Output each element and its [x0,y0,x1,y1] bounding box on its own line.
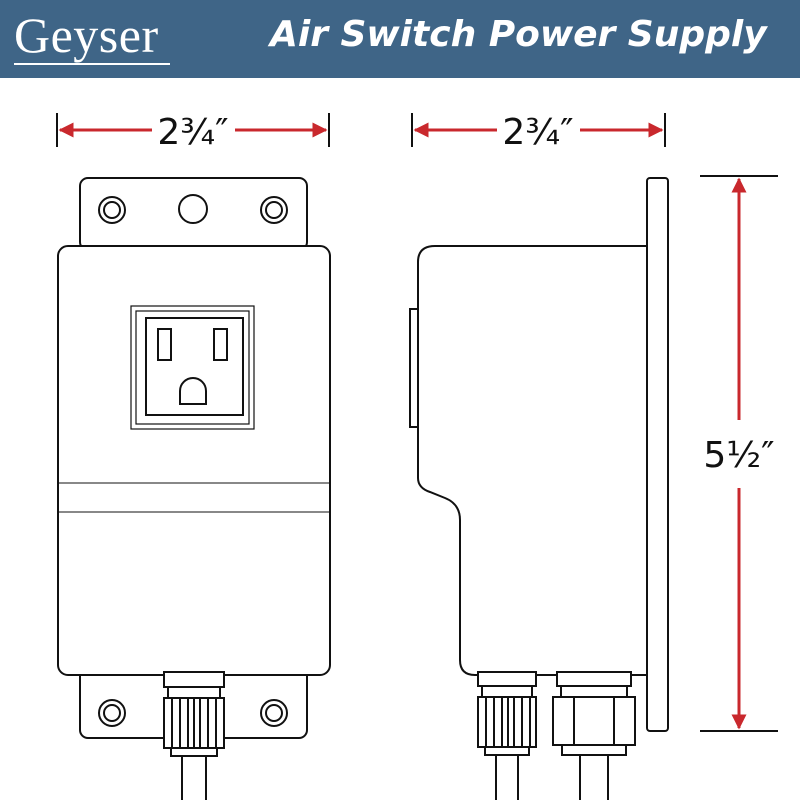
height-dimension: 5½″ [700,175,778,732]
side-housing [417,245,648,676]
cable-gland-icon [477,671,537,756]
power-cord [495,755,519,800]
cable-gland-icon [552,671,636,756]
power-cord [181,756,207,800]
screw-hole-icon [98,699,126,727]
header-bar: Geyser Air Switch Power Supply [0,0,800,78]
brand-logo: Geyser [14,7,159,63]
power-cord [579,755,609,800]
front-view [57,177,331,800]
screw-hole-icon [260,699,288,727]
screw-hole-icon [178,194,208,224]
outlet-icon [130,305,255,430]
side-depth-label: 2¾″ [502,112,573,153]
side-outlet-cover [409,308,419,428]
screw-hole-icon [98,196,126,224]
screw-hole-icon [260,196,288,224]
front-width-label: 2¾″ [157,112,228,153]
product-diagram: 2¾″ 2¾″ 5½″ [56,112,778,800]
page-title: Air Switch Power Supply [270,14,767,55]
side-depth-dimension: 2¾″ [411,112,666,153]
side-view [409,177,669,800]
height-label: 5½″ [703,435,774,476]
cable-gland-icon [163,671,225,757]
brand-underline [14,63,170,65]
front-width-dimension: 2¾″ [56,112,330,153]
side-mounting-plate [646,177,669,732]
